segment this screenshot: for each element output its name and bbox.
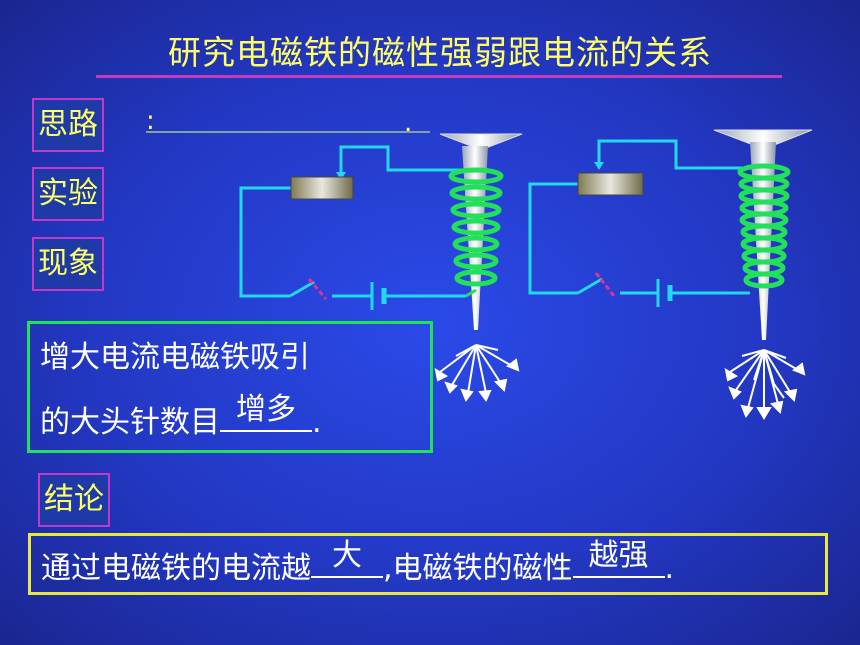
left-wire-top (339, 145, 466, 177)
left-wire-left (239, 186, 291, 298)
right-switch-blade (577, 277, 603, 295)
right-circuit (528, 129, 813, 420)
label-conclusion: 结论 (38, 473, 110, 527)
idea-end-dot: . (404, 108, 413, 138)
conclusion-prefix: 通过电磁铁的电流越 (41, 551, 311, 586)
slide-title: 研究电磁铁的磁性强弱跟电流的关系 (168, 33, 712, 72)
right-slider-arrow (594, 162, 604, 170)
right-wire-top (597, 139, 752, 170)
observation-suffix: . (312, 405, 322, 440)
conclusion-middle: ,电磁铁的磁性 (383, 551, 573, 586)
observation-box: 增大电流电磁铁吸引 的大头针数目增多. (27, 321, 433, 453)
left-circuit (239, 133, 523, 403)
label-idea: 思路 (32, 98, 104, 152)
left-switch-blade (289, 280, 315, 298)
observation-answer: 增多 (236, 392, 296, 427)
conclusion-blank-2: 越强 (572, 538, 665, 578)
left-slider-arrow (336, 172, 346, 180)
left-coil (448, 167, 504, 287)
left-core-top (439, 133, 523, 149)
right-switch-mark (594, 272, 616, 297)
title-underline (96, 75, 782, 78)
conclusion-suffix: . (664, 551, 675, 586)
right-wire-left (528, 182, 578, 295)
observation-blank: 增多 (220, 392, 312, 432)
observation-prefix: 的大头针数目 (40, 405, 220, 440)
observation-line1: 增大电流电磁铁吸引 (40, 340, 310, 375)
right-coil (737, 163, 791, 289)
label-phenomenon: 现象 (32, 237, 104, 291)
left-switch-mark (307, 278, 328, 300)
observation-line2: 的大头针数目增多. (40, 392, 322, 441)
left-rheostat (290, 176, 354, 200)
right-pins (724, 349, 806, 420)
conclusion-answer-2: 越强 (588, 538, 649, 573)
conclusion-answer-1: 大 (332, 538, 362, 573)
conclusion-blank-1: 大 (311, 538, 383, 578)
label-experiment: 实验 (32, 167, 104, 221)
idea-colon: : (146, 106, 155, 136)
conclusion-line: 通过电磁铁的电流越大 ,电磁铁的磁性越强. (41, 538, 675, 587)
left-pins (434, 344, 520, 403)
conclusion-box: 通过电磁铁的电流越大 ,电磁铁的磁性越强. (28, 533, 828, 595)
right-rheostat (577, 172, 644, 196)
